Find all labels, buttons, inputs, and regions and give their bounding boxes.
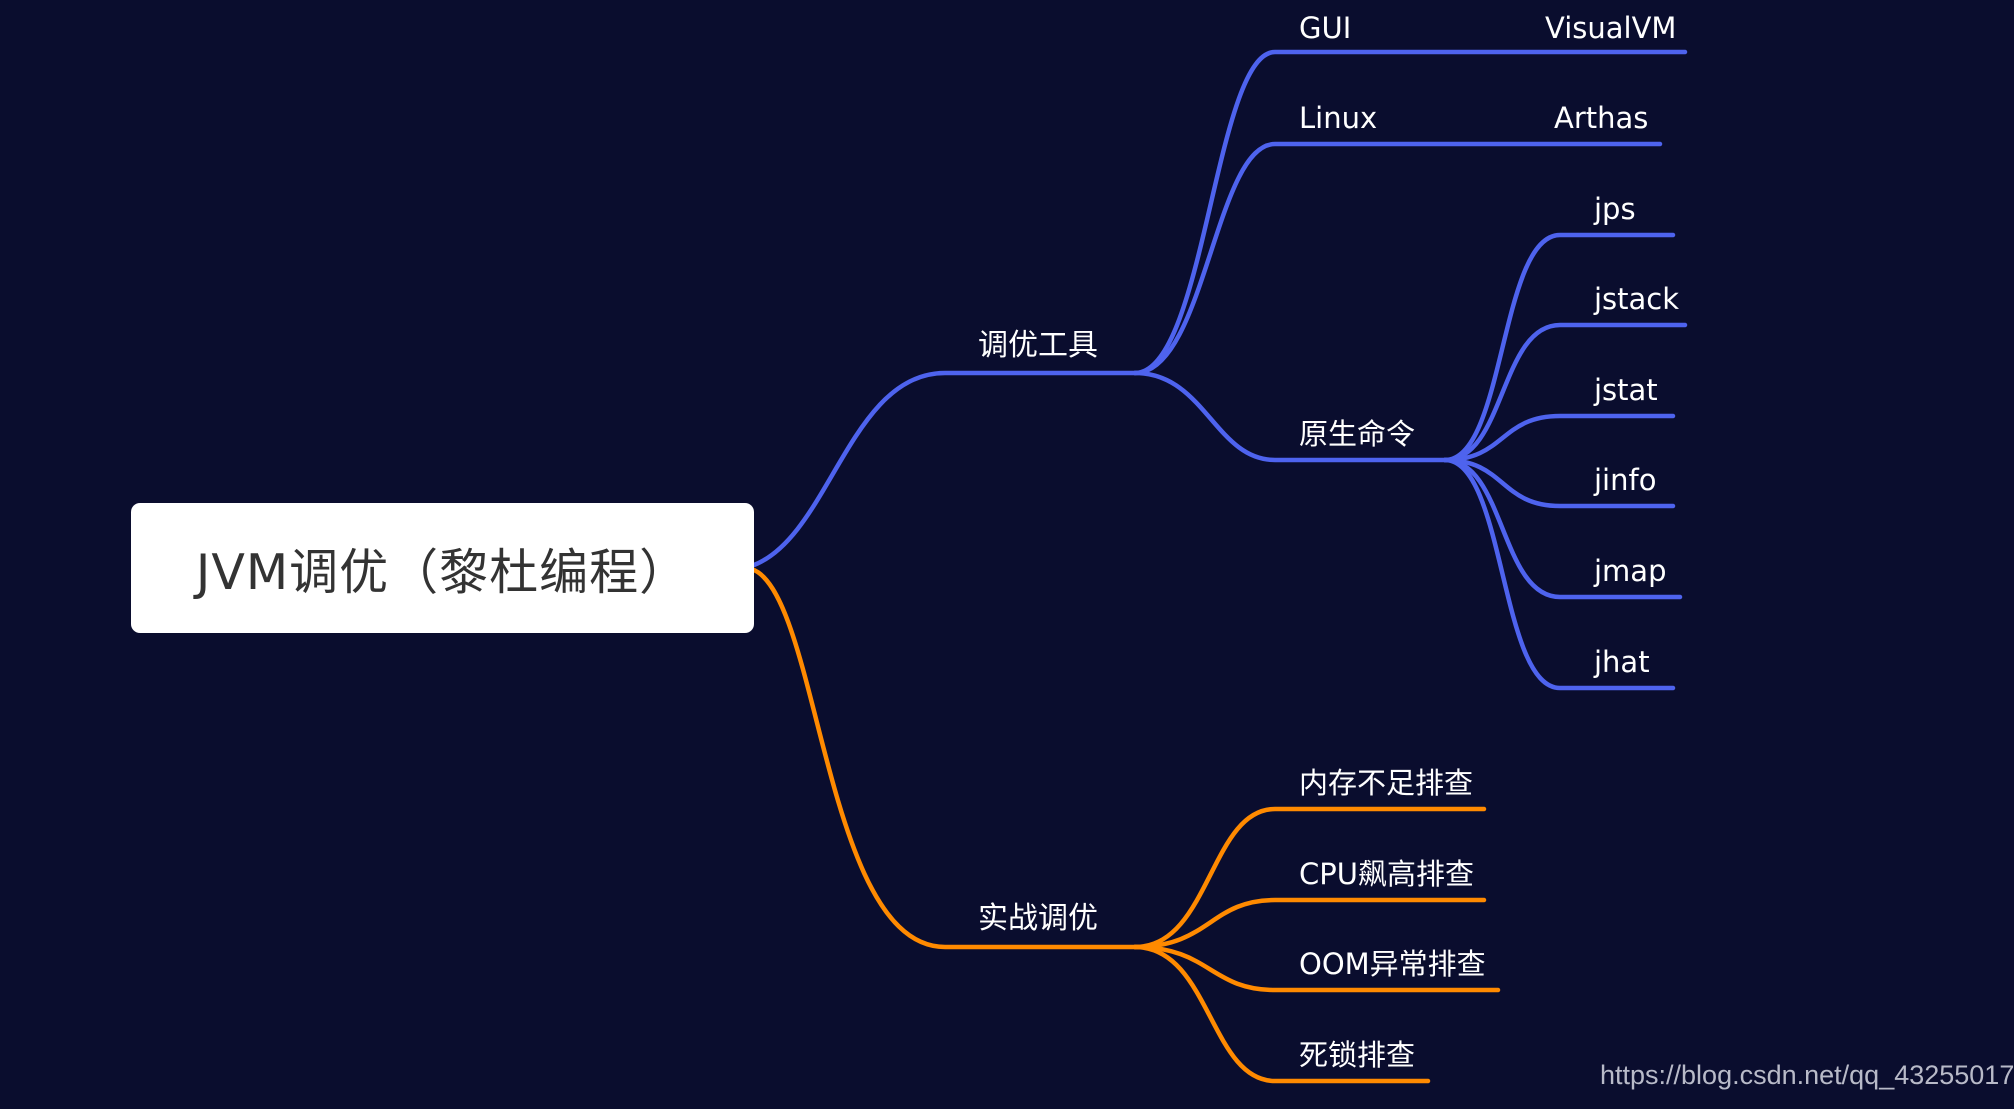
link-tools-linux	[1132, 141, 1663, 376]
link-native-jps	[1442, 232, 1676, 463]
link-tools-native	[1132, 370, 1448, 463]
node-jstack[interactable]: jstack	[1594, 282, 1680, 316]
link-root-tools	[751, 370, 1138, 568]
link-practice-deadlock	[1132, 944, 1431, 1084]
node-jhat[interactable]: jhat	[1594, 645, 1650, 679]
watermark-url: https://blog.csdn.net/qq_43255017	[1600, 1060, 2014, 1090]
link-practice-oom	[1132, 944, 1501, 993]
node-jstat[interactable]: jstat	[1594, 373, 1658, 407]
node-tuning-tools[interactable]: 调优工具	[978, 328, 1098, 363]
link-native-jhat	[1442, 457, 1676, 691]
node-jinfo[interactable]: jinfo	[1594, 463, 1657, 497]
node-gui[interactable]: GUI	[1299, 11, 1352, 45]
root-title: JVM调优（黎杜编程）	[195, 543, 690, 601]
root-node[interactable]: JVM调优（黎杜编程）	[131, 503, 754, 633]
orange-branch-links	[751, 567, 1501, 1084]
link-native-jmap	[1442, 457, 1683, 600]
link-practice-memory	[1132, 806, 1487, 950]
node-native-commands[interactable]: 原生命令	[1299, 417, 1416, 451]
link-native-jinfo	[1442, 457, 1676, 509]
link-native-jstat	[1442, 413, 1676, 463]
node-arthas[interactable]: Arthas	[1554, 101, 1649, 135]
node-deadlock-troubleshoot[interactable]: 死锁排查	[1299, 1038, 1416, 1072]
node-jmap[interactable]: jmap	[1594, 554, 1667, 588]
node-practical-tuning[interactable]: 实战调优	[978, 901, 1098, 936]
link-practice-cpu	[1132, 897, 1487, 950]
node-jps[interactable]: jps	[1594, 192, 1636, 226]
link-tools-gui	[1132, 49, 1688, 376]
node-visualvm[interactable]: VisualVM	[1545, 11, 1677, 45]
node-oom-troubleshoot[interactable]: OOM异常排查	[1299, 947, 1486, 981]
link-root-practice	[751, 567, 1138, 950]
node-memory-troubleshoot[interactable]: 内存不足排查	[1299, 766, 1474, 800]
blue-branch-links	[751, 49, 1688, 691]
node-cpu-troubleshoot[interactable]: CPU飙高排查	[1299, 857, 1474, 891]
link-native-jstack	[1442, 322, 1688, 463]
node-linux[interactable]: Linux	[1299, 101, 1378, 135]
